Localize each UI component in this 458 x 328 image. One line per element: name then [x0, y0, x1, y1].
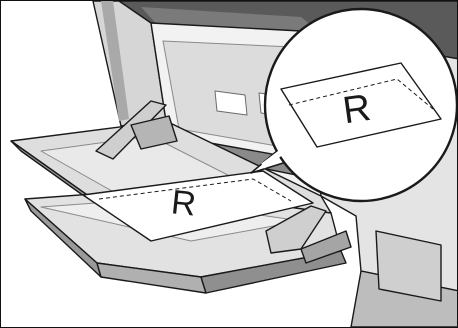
envelope-mark: R — [169, 183, 197, 223]
callout-envelope-mark: R — [340, 87, 373, 132]
